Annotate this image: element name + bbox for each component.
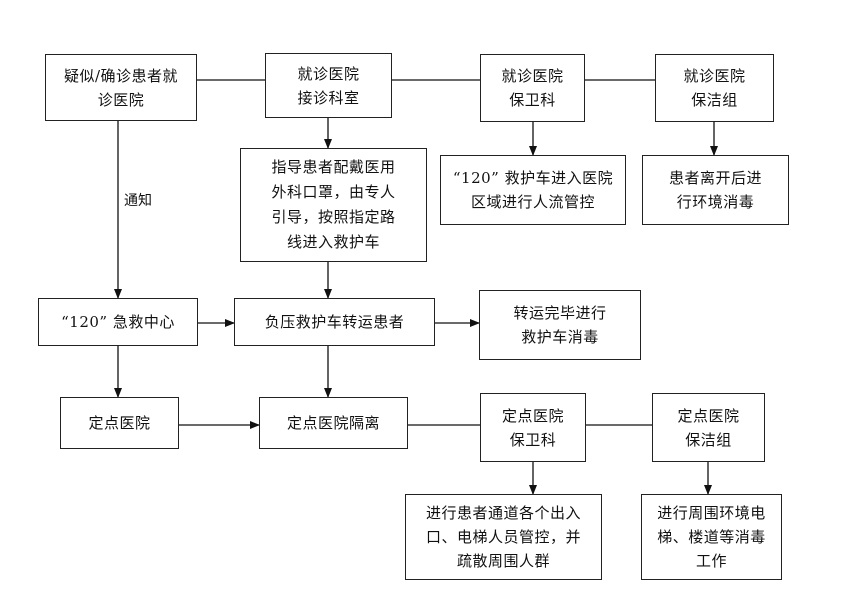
node-receiving-department: 就诊医院 接诊科室 [265, 53, 392, 118]
node-hospital-security: 就诊医院 保卫科 [480, 54, 585, 122]
node-guide-patient: 指导患者配戴医用 外科口罩，由专人 引导，按照指定路 线进入救护车 [240, 148, 427, 262]
node-120-emergency-center: “120” 急救中心 [38, 298, 198, 346]
node-ambulance-disinfection: 转运完毕进行 救护车消毒 [479, 290, 641, 360]
node-designated-isolation: 定点医院隔离 [259, 397, 408, 449]
node-negative-pressure-transport: 负压救护车转运患者 [234, 298, 435, 346]
node-access-control: 进行患者通道各个出入 口、电梯人员管控，并 疏散周围人群 [405, 494, 602, 580]
node-designated-hospital: 定点医院 [60, 397, 179, 449]
node-surrounding-disinfection: 进行周围环境电 梯、楼道等消毒 工作 [641, 494, 782, 580]
node-suspect-hospital: 疑似/确诊患者就 诊医院 [45, 54, 197, 121]
node-designated-cleaning: 定点医院 保洁组 [652, 393, 765, 462]
node-ambulance-crowd-control: “120” 救护车进入医院 区域进行人流管控 [440, 155, 626, 225]
node-hospital-cleaning: 就诊医院 保洁组 [655, 54, 774, 122]
edge-label-notify: 通知 [124, 193, 152, 209]
node-designated-security: 定点医院 保卫科 [480, 393, 586, 462]
node-environment-disinfection: 患者离开后进 行环境消毒 [642, 155, 789, 225]
